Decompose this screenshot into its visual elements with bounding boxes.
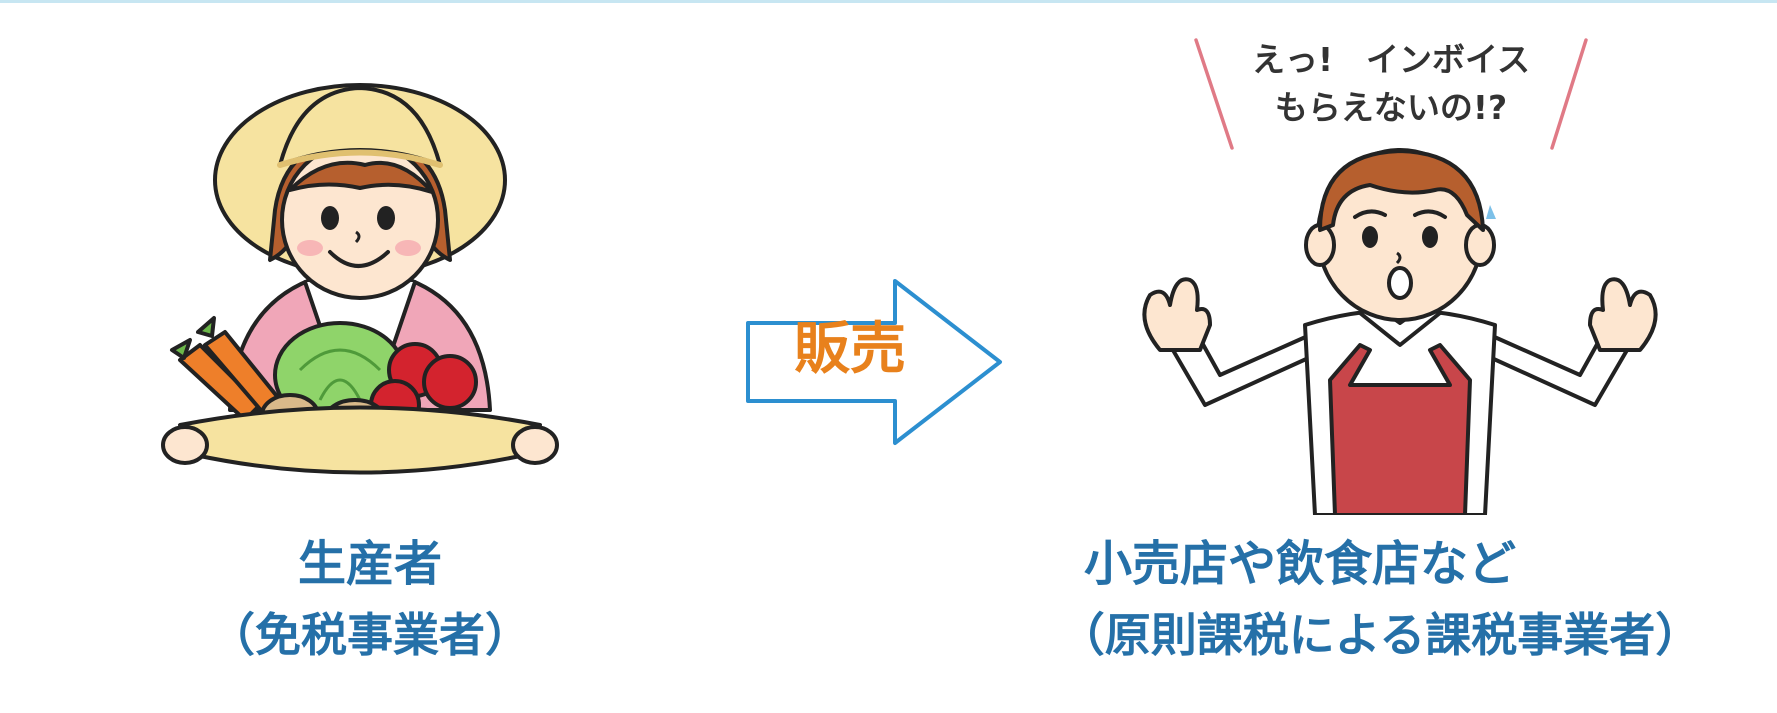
top-border-line: [0, 0, 1777, 3]
producer-label-line1: 生産者: [297, 536, 442, 592]
speech-text: えっ! インボイス もらえないの!?: [1216, 36, 1566, 132]
producer-illustration: [161, 83, 559, 475]
speech-emphasis-lines: [1194, 38, 1588, 150]
retailer-label-line1: 小売店や飲食店など: [1083, 536, 1516, 592]
producer-label-line2: （免税事業者）: [209, 608, 531, 662]
retailer-illustration: [1142, 148, 1658, 515]
sale-arrow: [746, 279, 1002, 445]
speech-line2: もらえないの!?: [1274, 87, 1508, 127]
sale-arrow-label: 販売: [794, 317, 906, 382]
speech-line1: えっ! インボイス: [1251, 40, 1531, 79]
retailer-label-line2: （原則課税による課税事業者）: [1058, 608, 1702, 662]
